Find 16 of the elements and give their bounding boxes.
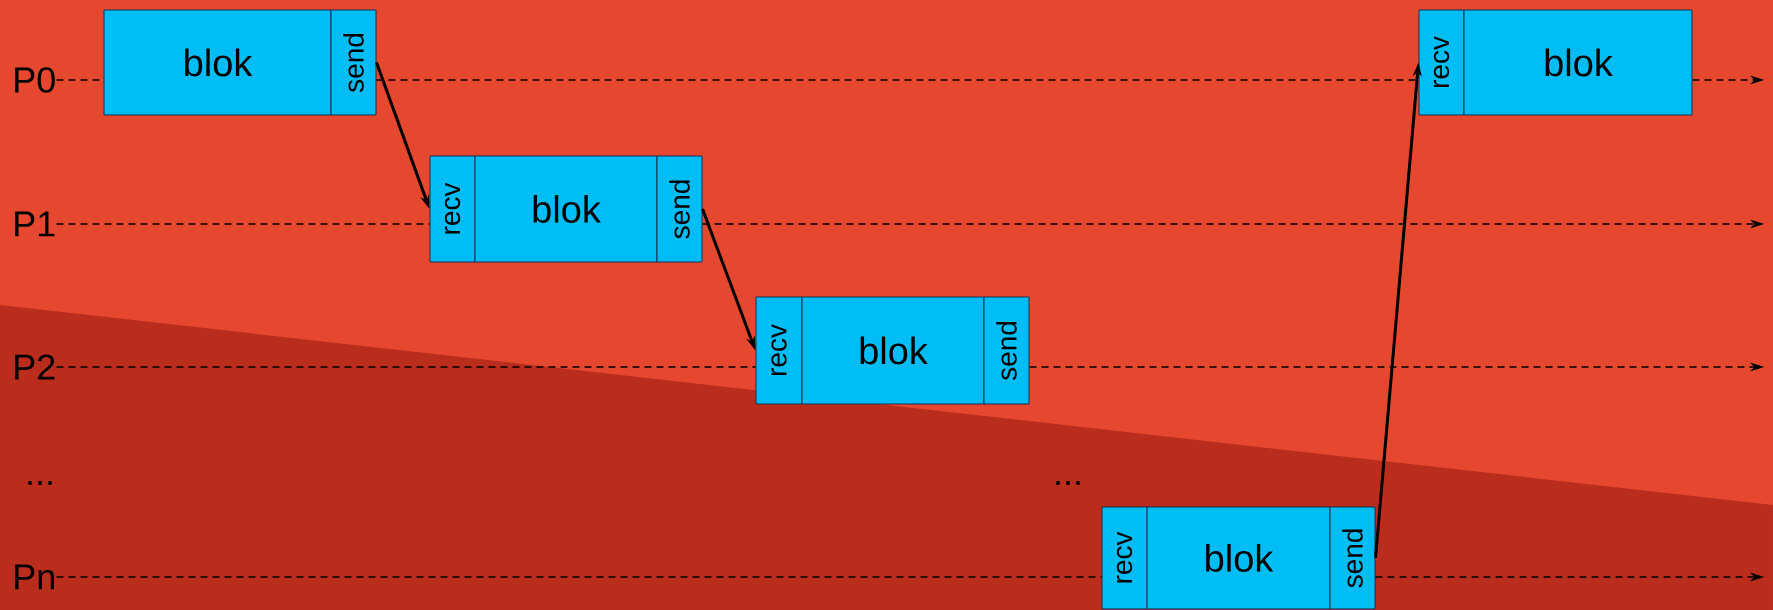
message-cell: recv <box>429 155 476 263</box>
node-label: blok <box>1206 544 1274 572</box>
process-label: Pn <box>15 564 54 590</box>
process-label: P2 <box>15 354 55 380</box>
message-cell: send <box>330 9 377 116</box>
message-cell: recv <box>755 296 803 405</box>
message-cell: send <box>983 296 1030 405</box>
message-cell: recv <box>1101 506 1148 610</box>
ellipsis: ... <box>1056 481 1080 485</box>
message-cell: recv <box>1418 9 1465 116</box>
ellipsis: ... <box>28 481 52 485</box>
message-cell: send <box>1329 506 1376 610</box>
process-label: P0 <box>15 67 55 93</box>
process-label: P1 <box>15 211 55 237</box>
node-label: recv <box>1116 531 1133 583</box>
message-cell: send <box>656 155 703 263</box>
